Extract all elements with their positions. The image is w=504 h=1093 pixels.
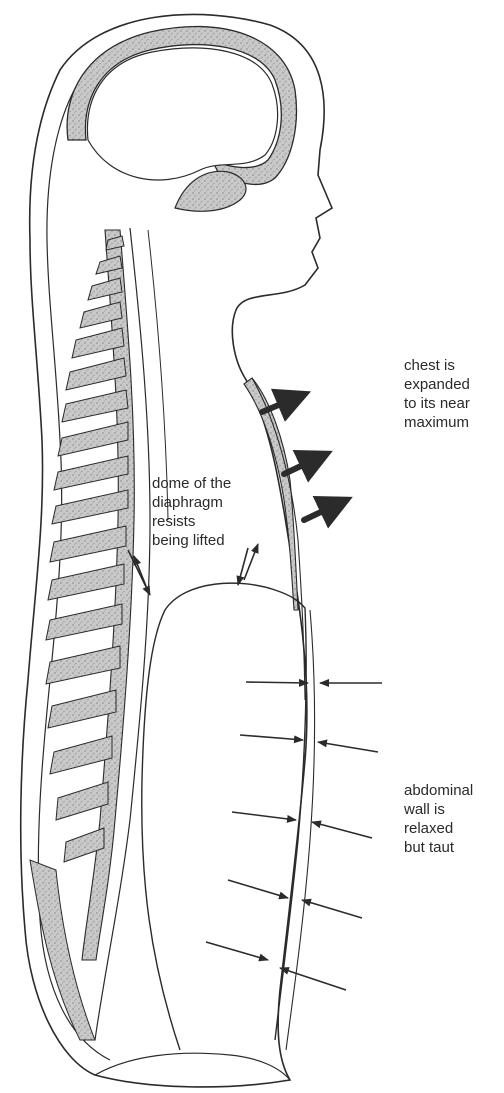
chest-label-line: expanded — [404, 375, 470, 394]
sternum — [244, 378, 298, 610]
abdominal-arrow — [240, 735, 303, 740]
abdominal-label-line: wall is — [404, 800, 473, 819]
abdominal-arrow — [302, 900, 362, 918]
vertebra — [52, 490, 128, 524]
abdominal-label: abdominal wall is relaxed but taut — [404, 781, 473, 857]
diaphragm-label-line: diaphragm — [152, 493, 231, 512]
chest-wall-line — [252, 378, 305, 700]
diaphragm-label: dome of the diaphragm resists being lift… — [152, 474, 231, 550]
abdominal-arrow — [232, 812, 296, 820]
diaphragm-label-line: resists — [152, 512, 231, 531]
abdominal-label-line: abdominal — [404, 781, 473, 800]
chest-arrow — [284, 456, 322, 474]
chest-label: chest is expanded to its near maximum — [404, 356, 470, 432]
diaphragm-arrow-up — [134, 556, 146, 586]
pelvic-floor — [95, 1053, 290, 1080]
diaphragm-arrow-up — [244, 544, 258, 580]
chest-label-line: chest is — [404, 356, 470, 375]
abdominal-arrow — [228, 880, 288, 898]
chest-label-line: to its near — [404, 394, 470, 413]
abdominal-arrow — [318, 742, 378, 752]
abdominal-arrows-left — [206, 682, 308, 960]
vertebra — [50, 736, 112, 774]
diaphragm-label-line: being lifted — [152, 531, 231, 550]
chest-label-line: maximum — [404, 413, 470, 432]
abdominal-arrow — [312, 822, 372, 838]
abdominal-arrow — [206, 942, 268, 960]
diaphragm-arrow-down — [238, 548, 248, 585]
vertebra — [46, 604, 122, 640]
vertebra — [48, 690, 116, 728]
skull-base — [175, 171, 246, 211]
diaphragm-label-line: dome of the — [152, 474, 231, 493]
abdominal-arrows-right — [280, 683, 382, 990]
vertebra — [54, 456, 128, 490]
brain — [87, 48, 277, 180]
abdominal-arrow — [246, 682, 308, 683]
diaphragm-arrows — [128, 544, 258, 595]
abdominal-arrow — [280, 968, 346, 990]
chest-arrow — [304, 502, 342, 520]
abdominal-wall-outer — [286, 610, 315, 1050]
abdominal-label-line: relaxed — [404, 819, 473, 838]
abdominal-label-line: but taut — [404, 838, 473, 857]
vertebra — [46, 646, 120, 684]
